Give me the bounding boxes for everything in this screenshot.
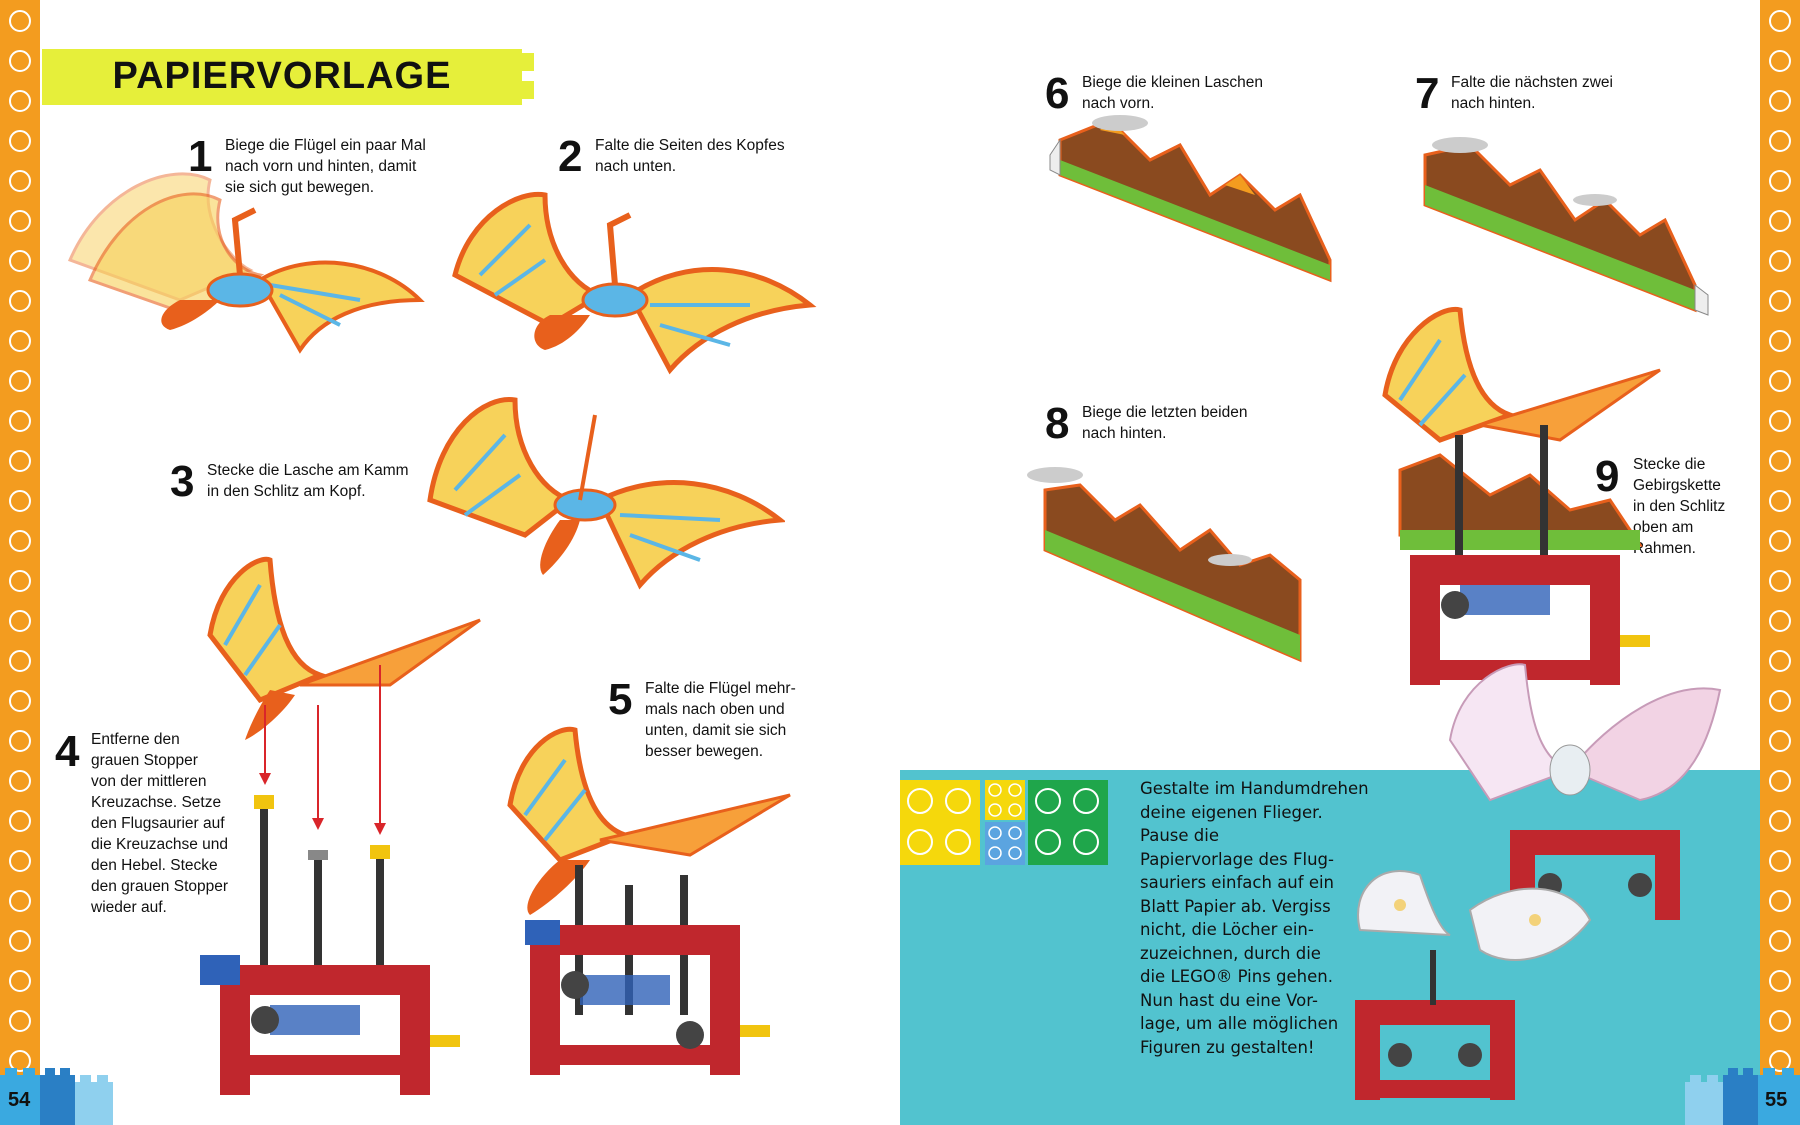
strip-ring bbox=[9, 1010, 31, 1032]
strip-ring bbox=[1769, 730, 1791, 752]
strip-ring bbox=[1769, 930, 1791, 952]
step-number-5: 5 bbox=[608, 675, 633, 724]
mountain-range-last-fold-illustration bbox=[1027, 467, 1302, 663]
strip-ring bbox=[9, 770, 31, 792]
step-text-5: Falte die Flügel mehr-mals nach oben und… bbox=[645, 680, 796, 760]
strip-ring bbox=[1769, 850, 1791, 872]
strip-ring bbox=[9, 170, 31, 192]
strip-ring bbox=[1769, 410, 1791, 432]
strip-ring bbox=[1769, 970, 1791, 992]
pterosaur-mount-on-frame-illustration bbox=[200, 556, 481, 1095]
pterosaur-crest-tab-illustration bbox=[427, 397, 785, 590]
strip-ring bbox=[9, 730, 31, 752]
strip-ring bbox=[9, 810, 31, 832]
strip-ring bbox=[9, 530, 31, 552]
strip-ring bbox=[9, 930, 31, 952]
step-number-8: 8 bbox=[1045, 399, 1070, 448]
mountain-range-small-tabs-illustration bbox=[1049, 115, 1332, 283]
strip-ring bbox=[1769, 650, 1791, 672]
strip-ring bbox=[9, 970, 31, 992]
strip-ring bbox=[1769, 210, 1791, 232]
pterosaur-head-fold-illustration bbox=[452, 191, 817, 375]
page-number-right: 55 bbox=[1765, 1089, 1788, 1111]
strip-ring bbox=[9, 890, 31, 912]
page-number-left: 54 bbox=[8, 1089, 31, 1111]
strip-ring bbox=[9, 10, 31, 32]
strip-ring bbox=[1769, 290, 1791, 312]
strip-ring bbox=[9, 570, 31, 592]
strip-ring bbox=[9, 490, 31, 512]
right-decorative-strip bbox=[1760, 0, 1800, 1125]
assembled-flyer-with-mountains-illustration bbox=[1382, 306, 1661, 685]
strip-ring bbox=[1769, 10, 1791, 32]
strip-ring bbox=[9, 650, 31, 672]
strip-ring bbox=[1769, 770, 1791, 792]
strip-ring bbox=[1769, 1050, 1791, 1072]
strip-ring bbox=[1769, 530, 1791, 552]
pterosaur-wing-fold-on-frame-illustration bbox=[507, 726, 791, 1075]
strip-ring bbox=[9, 1050, 31, 1072]
strip-ring bbox=[1769, 810, 1791, 832]
strip-ring bbox=[1769, 370, 1791, 392]
strip-ring bbox=[9, 850, 31, 872]
strip-ring bbox=[1769, 890, 1791, 912]
strip-ring bbox=[9, 130, 31, 152]
strip-ring bbox=[9, 50, 31, 72]
left-decorative-strip bbox=[0, 0, 40, 1125]
strip-ring bbox=[9, 90, 31, 112]
step-number-4: 4 bbox=[55, 727, 80, 776]
strip-ring bbox=[1769, 490, 1791, 512]
strip-ring bbox=[1769, 50, 1791, 72]
left-lego-stack-decoration bbox=[0, 1068, 113, 1125]
title-banner: PAPIERVORLAGE bbox=[42, 49, 534, 105]
strip-ring bbox=[1769, 130, 1791, 152]
strip-ring bbox=[1769, 610, 1791, 632]
mountain-range-folded-back-illustration bbox=[1423, 137, 1709, 316]
strip-ring bbox=[1769, 450, 1791, 472]
strip-ring bbox=[1769, 90, 1791, 112]
strip-ring bbox=[9, 610, 31, 632]
pterosaur-wings-motion-illustration bbox=[67, 172, 425, 354]
lego-bricks-decoration bbox=[900, 780, 1108, 865]
step-number-1: 1 bbox=[188, 132, 213, 181]
step-number-7: 7 bbox=[1415, 69, 1440, 118]
strip-ring bbox=[9, 210, 31, 232]
strip-ring bbox=[9, 330, 31, 352]
strip-ring bbox=[1769, 1010, 1791, 1032]
step-number-2: 2 bbox=[558, 132, 583, 181]
custom-drawn-flyers-illustration bbox=[1355, 663, 1722, 1100]
strip-ring bbox=[9, 450, 31, 472]
strip-ring bbox=[1769, 170, 1791, 192]
page-title: PAPIERVORLAGE bbox=[112, 55, 452, 97]
strip-ring bbox=[9, 690, 31, 712]
strip-ring bbox=[9, 250, 31, 272]
strip-ring bbox=[1769, 570, 1791, 592]
strip-ring bbox=[1769, 690, 1791, 712]
step-number-3: 3 bbox=[170, 457, 195, 506]
strip-ring bbox=[9, 290, 31, 312]
step-number-9: 9 bbox=[1595, 452, 1620, 501]
strip-ring bbox=[1769, 330, 1791, 352]
strip-ring bbox=[9, 410, 31, 432]
right-lego-stack-decoration bbox=[1685, 1068, 1800, 1125]
strip-ring bbox=[9, 370, 31, 392]
step-number-6: 6 bbox=[1045, 69, 1070, 118]
strip-ring bbox=[1769, 250, 1791, 272]
